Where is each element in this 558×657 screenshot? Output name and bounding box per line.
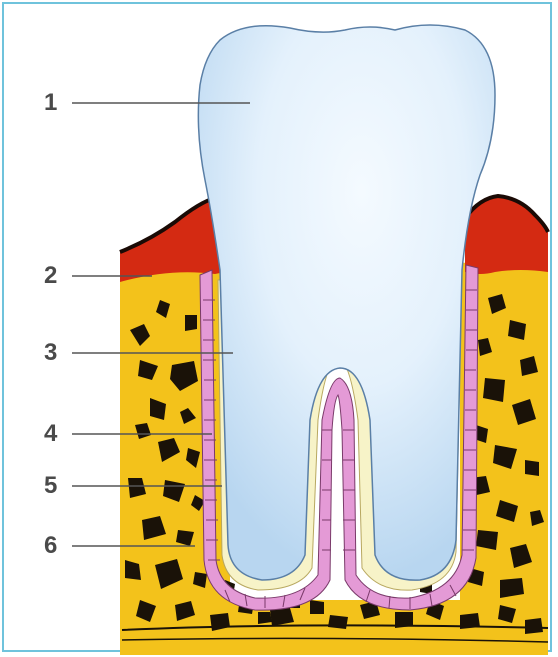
label-3: 3 — [44, 341, 57, 365]
label-2: 2 — [44, 264, 57, 288]
label-4: 4 — [44, 422, 57, 446]
label-6: 6 — [44, 534, 57, 558]
label-5: 5 — [44, 474, 57, 498]
gum-right — [465, 196, 548, 274]
label-1: 1 — [44, 91, 57, 115]
